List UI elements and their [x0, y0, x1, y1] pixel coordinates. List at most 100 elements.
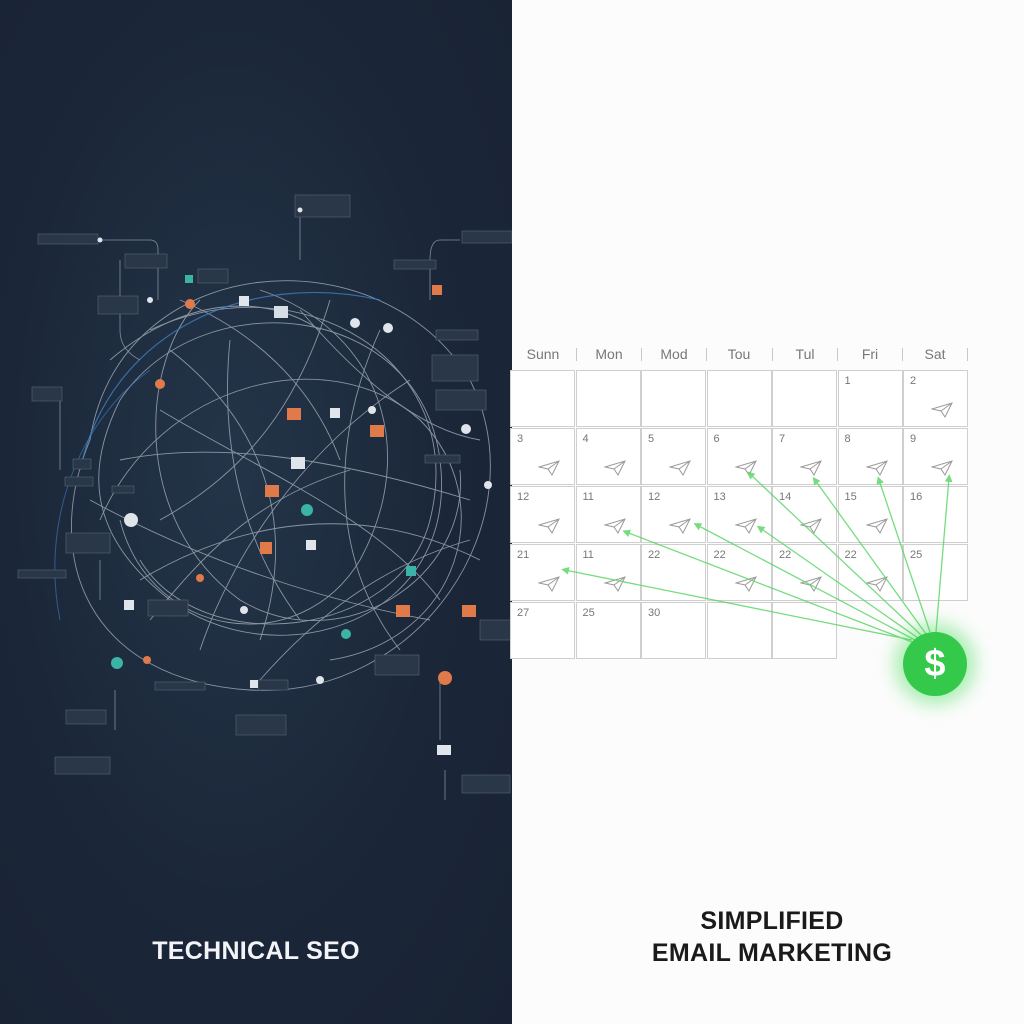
calendar-day-cell[interactable]: 7 — [772, 428, 837, 485]
weekday-label: Tou — [727, 346, 751, 362]
day-number: 22 — [713, 549, 726, 561]
day-number: 21 — [517, 549, 530, 561]
day-number: 27 — [517, 607, 530, 619]
day-number: 2 — [910, 375, 917, 387]
day-number: 13 — [713, 491, 726, 503]
paper-plane-icon — [864, 576, 888, 592]
weekday-label: Sat — [924, 346, 946, 362]
calendar-day-cell[interactable]: 11 — [575, 486, 641, 543]
calendar-day-cell[interactable]: 5 — [641, 428, 706, 485]
calendar-day-cell[interactable]: 11 — [575, 544, 641, 601]
day-number: 3 — [517, 433, 524, 445]
paper-plane-icon — [602, 518, 626, 534]
day-number: 22 — [844, 549, 857, 561]
paper-plane-icon — [602, 460, 626, 476]
paper-plane-icon — [864, 460, 888, 476]
weekday-divider — [837, 348, 838, 361]
paper-plane-icon — [864, 518, 888, 534]
calendar-day-cell[interactable]: 8 — [837, 428, 903, 485]
day-number: 22 — [648, 549, 661, 561]
paper-plane-icon — [930, 460, 953, 476]
calendar-day-cell[interactable]: 22 — [641, 544, 706, 601]
weekday-divider — [902, 348, 903, 361]
paper-plane-icon — [537, 576, 560, 592]
day-number: 12 — [648, 491, 661, 503]
weekday-divider — [576, 348, 577, 361]
calendar-day-cell[interactable]: 27 — [510, 602, 575, 659]
weekday-label: Mon — [595, 346, 623, 362]
day-number: 11 — [582, 549, 594, 561]
dollar-sign: $ — [924, 642, 946, 685]
calendar-day-cell[interactable]: 12 — [641, 486, 706, 543]
paper-plane-icon — [733, 576, 757, 592]
calendar-day-cell[interactable]: 12 — [510, 486, 575, 543]
paper-plane-icon — [668, 518, 691, 534]
day-number: 5 — [648, 433, 655, 445]
calendar-day-cell[interactable] — [706, 370, 772, 427]
calendar-day-cell[interactable]: 9 — [903, 428, 968, 485]
paper-plane-icon — [733, 518, 757, 534]
paper-plane-icon — [799, 460, 822, 476]
day-number: 11 — [582, 491, 594, 503]
day-number: 14 — [779, 491, 792, 503]
calendar-day-cell[interactable]: 2 — [903, 370, 968, 427]
weekday-label: Fri — [861, 346, 879, 362]
day-number: 22 — [779, 549, 792, 561]
calendar-day-cell[interactable]: 16 — [903, 486, 968, 543]
day-number: 1 — [844, 375, 851, 387]
paper-plane-icon — [799, 518, 822, 534]
weekday-divider — [967, 348, 968, 361]
title-line-2: EMAIL MARKETING — [651, 939, 893, 967]
paper-plane-icon — [930, 402, 953, 418]
day-number: 4 — [582, 433, 589, 445]
calendar-day-cell[interactable] — [641, 370, 706, 427]
email-marketing-title: SIMPLIFIED EMAIL MARKETING — [512, 905, 1024, 969]
day-number: 8 — [844, 433, 851, 445]
calendar-day-cell[interactable]: 1 — [837, 370, 903, 427]
calendar-day-cell[interactable]: 14 — [772, 486, 837, 543]
day-number: 15 — [844, 491, 857, 503]
weekday-label: Tul — [795, 346, 815, 362]
calendar-day-cell[interactable]: 22 — [706, 544, 772, 601]
weekday-divider — [706, 348, 707, 361]
technical-seo-panel: TECHNICAL SEO — [0, 0, 512, 1024]
calendar-day-cell[interactable]: 6 — [706, 428, 772, 485]
weekday-label: Sunn — [526, 346, 560, 362]
calendar-day-cell[interactable] — [510, 370, 575, 427]
day-number: 7 — [779, 433, 786, 445]
technical-seo-title: TECHNICAL SEO — [152, 937, 360, 965]
calendar-day-cell[interactable]: 30 — [641, 602, 706, 659]
day-number: 9 — [910, 433, 917, 445]
calendar-day-cell[interactable]: 13 — [706, 486, 772, 543]
calendar-day-cell[interactable]: 4 — [575, 428, 641, 485]
weekday-divider — [641, 348, 642, 361]
calendar-day-cell[interactable]: 15 — [837, 486, 903, 543]
paper-plane-icon — [602, 576, 626, 592]
day-number: 16 — [910, 491, 923, 503]
dollar-revenue-icon: $ — [903, 632, 967, 696]
paper-plane-icon — [668, 460, 691, 476]
day-number: 25 — [910, 549, 923, 561]
day-number: 12 — [517, 491, 530, 503]
paper-plane-icon — [799, 576, 822, 592]
paper-plane-icon — [537, 518, 560, 534]
tangled-network-diagram — [17, 194, 512, 800]
calendar-day-cell[interactable]: 21 — [510, 544, 575, 601]
calendar-day-cell[interactable] — [772, 602, 837, 659]
calendar-day-cell[interactable]: 22 — [772, 544, 837, 601]
calendar-day-cell[interactable] — [575, 370, 641, 427]
weekday-divider — [772, 348, 773, 361]
day-number: 30 — [648, 607, 661, 619]
calendar-day-cell[interactable] — [772, 370, 837, 427]
day-number: 25 — [582, 607, 595, 619]
calendar-day-cell[interactable]: 25 — [903, 544, 968, 601]
paper-plane-icon — [537, 460, 560, 476]
calendar-day-cell[interactable]: 25 — [575, 602, 641, 659]
paper-plane-icon — [733, 460, 757, 476]
title-line-1: SIMPLIFIED — [700, 907, 844, 935]
calendar-day-cell[interactable] — [706, 602, 772, 659]
calendar-day-cell[interactable]: 3 — [510, 428, 575, 485]
day-number: 6 — [713, 433, 720, 445]
weekday-label: Mod — [660, 346, 688, 362]
calendar-day-cell[interactable]: 22 — [837, 544, 903, 601]
